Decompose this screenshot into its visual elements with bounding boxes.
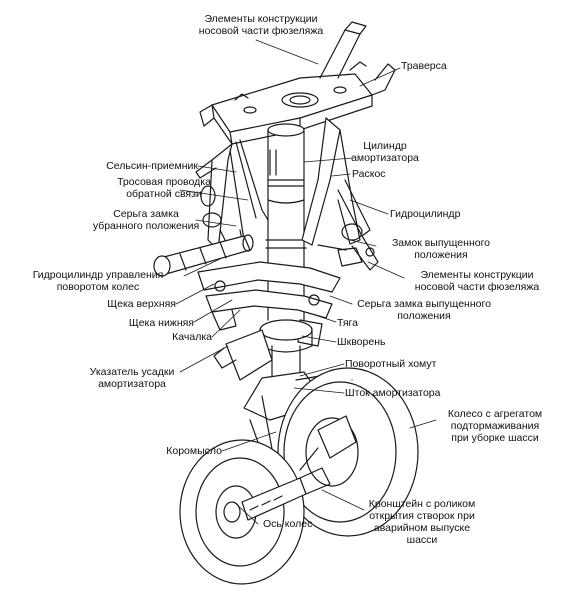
shock-cylinder: [265, 123, 307, 321]
label-axle: Ось колес: [263, 518, 313, 530]
leader-lines: [175, 39, 437, 525]
label-hydraulic-cylinder: Гидроцилиндр: [390, 208, 461, 220]
label-fuselage-nose-top: Элементы конструкции носовой части фюзел…: [198, 13, 324, 37]
traverse-frame: [199, 21, 396, 145]
label-compression-indicator: Указатель усадки амортизатора: [89, 366, 175, 390]
label-bracket-roller: Кронштейн с роликом открытия створок при…: [368, 498, 476, 546]
label-brace: Раскос: [352, 168, 386, 180]
label-shock-cylinder: Цилиндр амортизатора: [351, 140, 419, 164]
label-king-pin: Шкворень: [337, 336, 386, 348]
label-rod: Тяга: [337, 317, 358, 329]
steering-cylinder: [153, 234, 254, 277]
label-cable-feedback: Тросовая проводка обратной связи: [117, 176, 211, 200]
label-lever-arm: Коромысло: [166, 445, 222, 457]
label-selsyn: Сельсин-приемник: [106, 160, 198, 172]
axle: [241, 415, 357, 521]
label-traverse: Траверса: [401, 60, 447, 72]
label-fuselage-nose-mid: Элементы конструкции носовой части фюзел…: [414, 269, 540, 293]
label-extended-lock: Замок выпущенного положения: [391, 237, 491, 261]
label-rocker: Качалка: [172, 331, 212, 343]
label-steering-cylinder: Гидроцилиндр управления поворотом колес: [32, 269, 164, 293]
right-struts: [301, 117, 379, 271]
label-retracted-lock-link: Серьга замка убранного положения: [92, 208, 200, 232]
label-shock-rod: Шток амортизатора: [345, 387, 441, 399]
label-swivel-collar: Поворотный хомут: [345, 358, 437, 370]
label-lower-cheek: Щека нижняя: [128, 317, 194, 329]
cheeks-and-rocker: [197, 261, 341, 353]
label-upper-cheek: Щека верхняя: [107, 298, 176, 310]
label-wheel-brake: Колесо с агрегатом подтормаживания при у…: [447, 408, 543, 444]
wheels: [179, 367, 419, 585]
label-extended-lock-link: Серьга замка выпущенного положения: [357, 298, 491, 322]
